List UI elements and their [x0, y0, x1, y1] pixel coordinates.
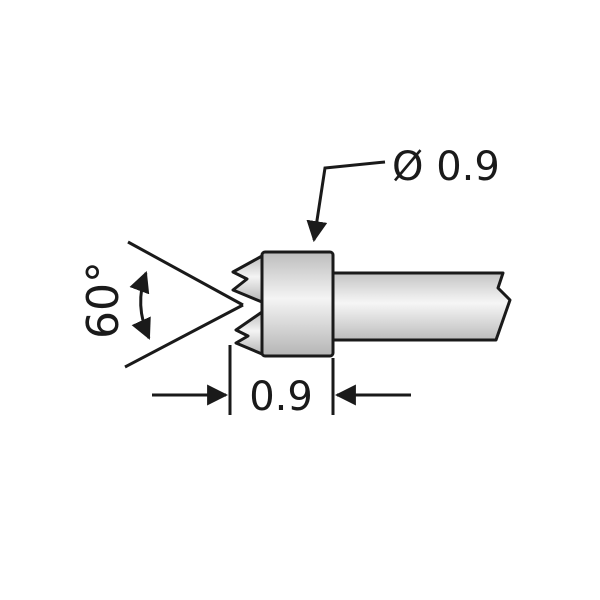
diameter-leader	[306, 160, 386, 243]
angle-line-upper	[127, 240, 244, 307]
probe-shaft	[331, 271, 512, 342]
angle-arc	[129, 271, 151, 340]
angle-label: 60°	[78, 261, 129, 339]
diameter-label: Ø 0.9	[392, 144, 500, 190]
length-label: 0.9	[249, 374, 313, 420]
probe-tip-upper	[231, 254, 264, 304]
angle-line-lower	[124, 303, 244, 369]
probe-collar	[260, 250, 335, 358]
probe-tip-lower	[234, 310, 264, 356]
